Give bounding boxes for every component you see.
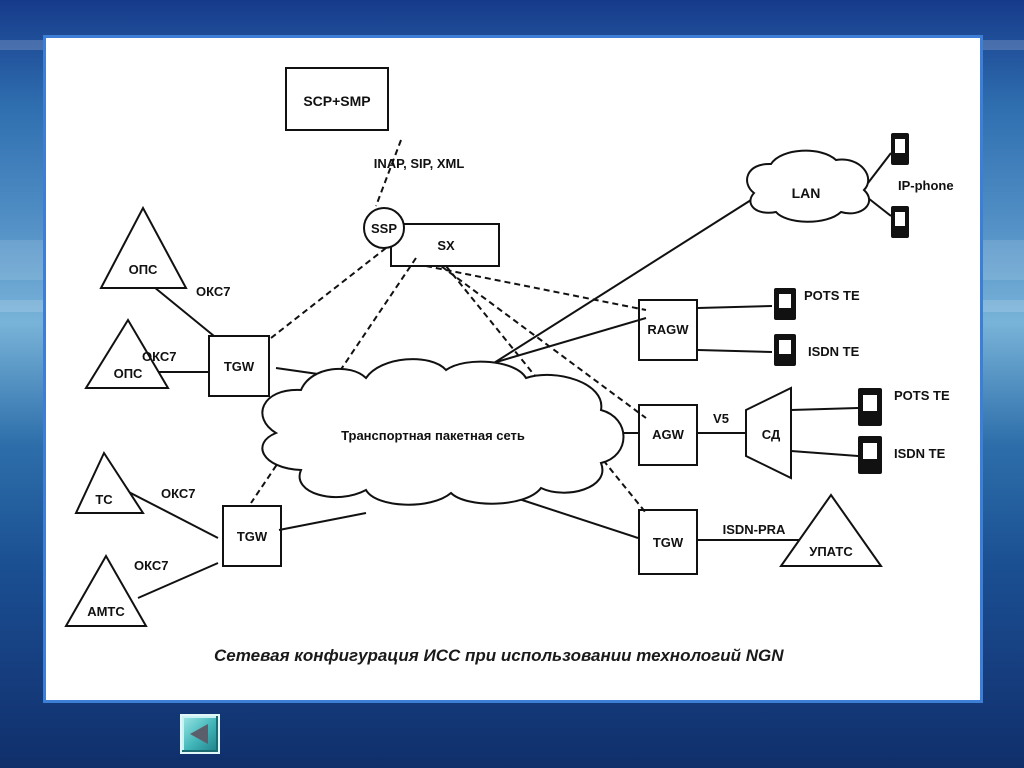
link-sx-tgw-right	[445, 265, 647, 514]
link-sd-pots	[790, 407, 859, 411]
oks7-label-1: ОКС7	[196, 284, 231, 299]
ragw-label: RAGW	[647, 322, 689, 337]
agw-label: AGW	[652, 427, 685, 442]
sd-trapezoid	[745, 386, 792, 480]
telephone-icon	[891, 133, 909, 165]
link-cloud-ragw	[475, 317, 647, 369]
sx-label: SX	[437, 238, 455, 253]
link-lan-phone2	[867, 197, 892, 217]
upats-label: УПАТС	[809, 544, 853, 559]
ssp-label: SSP	[371, 221, 397, 236]
tgw-right-box	[638, 509, 698, 575]
isdn-te-label-1: ISDN TE	[808, 344, 860, 359]
ops-top-triangle	[99, 205, 188, 289]
link-scp-ssp	[375, 139, 402, 207]
pots-te-label-1: POTS TE	[804, 288, 860, 303]
upats-triangle	[779, 493, 883, 567]
link-amts-tgw	[137, 562, 219, 599]
ssp-circle	[363, 207, 405, 249]
ops-mid-label: ОПС	[114, 366, 143, 381]
tc-label: ТС	[95, 492, 113, 507]
oks7-label-4: ОКС7	[134, 558, 169, 573]
telephone-icon	[891, 206, 909, 238]
agw-box	[638, 404, 698, 466]
lan-cloud	[746, 149, 871, 223]
cloud-label: Транспортная пакетная сеть	[341, 428, 525, 443]
link-sx-agw	[440, 265, 647, 419]
isdn-pra-label: ISDN-PRA	[723, 522, 786, 537]
link-sd-isdn	[790, 450, 859, 457]
tgw-left-bottom-box	[222, 505, 282, 567]
link-lan-phone1	[867, 152, 892, 184]
tgw-left-bottom-label: TGW	[237, 529, 268, 544]
link-ragw-isdn	[697, 349, 773, 353]
telephone-icon	[774, 334, 796, 366]
amts-label: АМТС	[87, 604, 125, 619]
amts-triangle	[64, 553, 148, 627]
link-tc-tgw	[120, 487, 219, 539]
ops-top-label: ОПС	[129, 262, 158, 277]
telephone-icon	[858, 388, 882, 426]
tc-triangle	[74, 450, 145, 514]
slide-frame: SCP+SMP INAP, SIP, XML SSP SX LAN IP-pho…	[43, 35, 983, 703]
oks7-label-3: ОКС7	[161, 486, 196, 501]
pots-te-label-2: POTS TE	[894, 388, 950, 403]
link-ragw-pots	[697, 305, 773, 309]
telephone-icon	[774, 288, 796, 320]
diagram-caption: Сетевая конфигурация ИСС при использован…	[214, 646, 784, 665]
isdn-te-label-2: ISDN TE	[894, 446, 946, 461]
tgw-left-top-box	[208, 335, 270, 397]
link-sx-ragw	[425, 265, 647, 311]
scp-smp-label: SCP+SMP	[303, 93, 370, 109]
telephone-icon	[858, 436, 882, 474]
back-button[interactable]	[180, 714, 220, 754]
v5-label: V5	[713, 411, 729, 426]
tgw-left-top-label: TGW	[224, 359, 255, 374]
ragw-box	[638, 299, 698, 361]
lan-label: LAN	[792, 185, 821, 201]
transport-cloud	[261, 358, 625, 506]
link-sx-tgw-left-top	[270, 247, 387, 339]
ops-mid-triangle	[84, 318, 170, 389]
tgw-right-label: TGW	[653, 535, 684, 550]
network-diagram: SCP+SMP INAP, SIP, XML SSP SX LAN IP-pho…	[64, 67, 954, 627]
back-arrow-icon	[190, 724, 208, 744]
link-cloud-lan	[485, 199, 752, 369]
link-tgw-cloud-bottom	[278, 512, 367, 531]
oks7-label-2: ОКС7	[142, 349, 177, 364]
ip-phone-label: IP-phone	[898, 178, 954, 193]
link-cloud-tgw-right	[515, 497, 639, 539]
protocols-label: INAP, SIP, XML	[374, 156, 465, 171]
scp-smp-box	[285, 67, 389, 131]
sd-label: СД	[762, 427, 781, 442]
